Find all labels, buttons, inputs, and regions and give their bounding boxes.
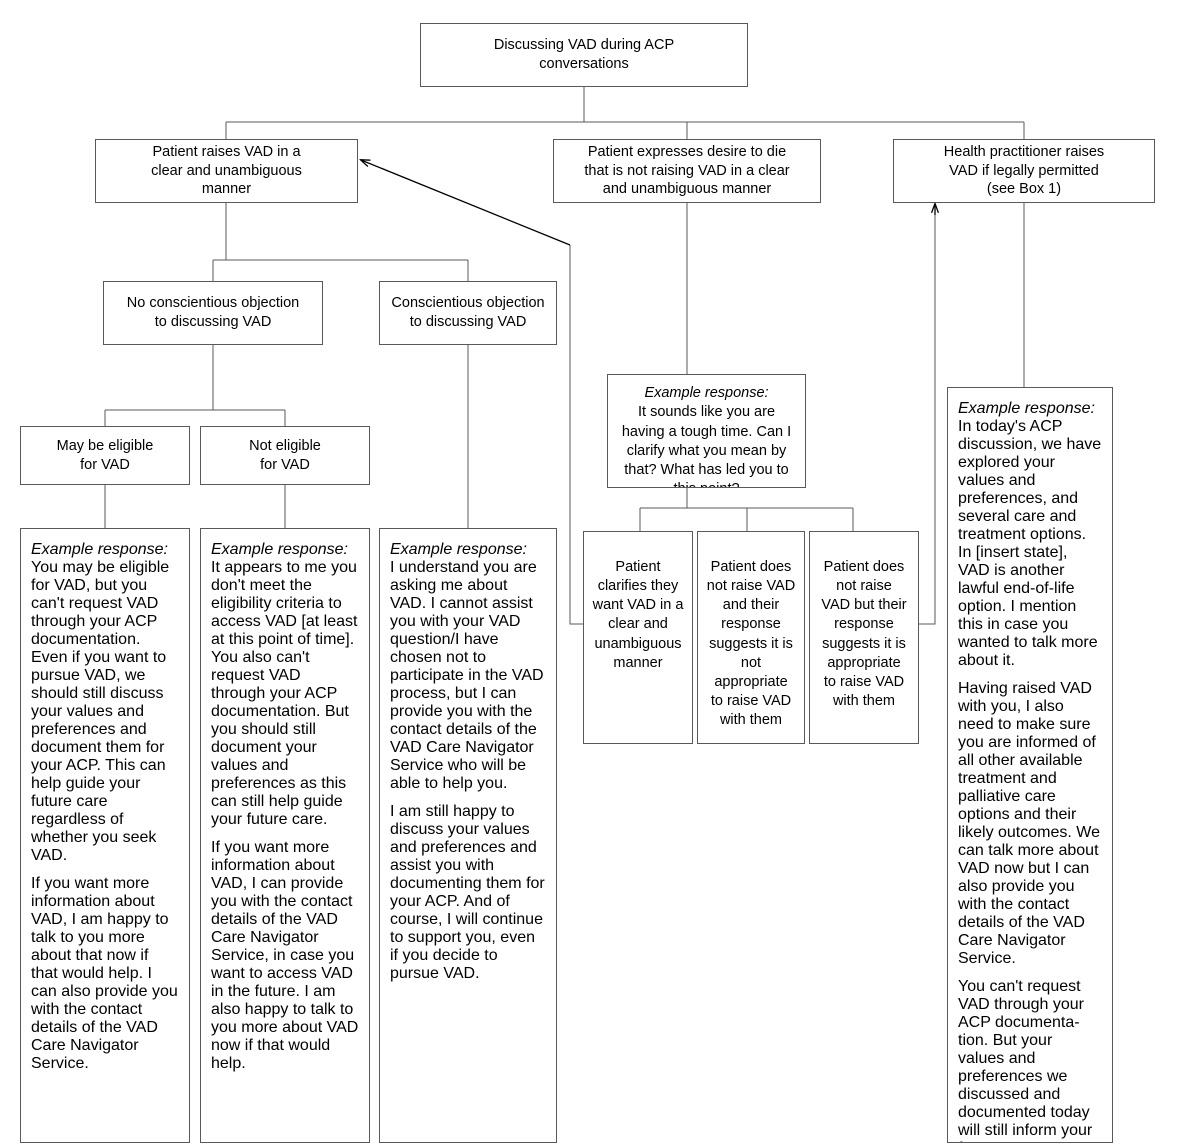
node-no-conscientious-objection[interactable]: No conscientious objection to discussing… xyxy=(103,281,323,345)
example-body-2: If you want more information about VAD, … xyxy=(31,875,178,1072)
node-example-response-may-be-eligible[interactable]: Example response: You may be eligible fo… xyxy=(20,528,190,1143)
node-conscientious-objection-label: Conscientious objection to discussing VA… xyxy=(391,295,545,330)
example-lead: Example response: xyxy=(958,400,1095,417)
example-body: It sounds like you are having a tough ti… xyxy=(621,404,792,487)
node-example-response-practitioner[interactable]: Example response:In today's ACP discussi… xyxy=(947,387,1113,1143)
node-patient-not-raise-appropriate-label: Patient does not raise VAD but their res… xyxy=(821,559,907,709)
node-conscientious-objection[interactable]: Conscientious objection to discussing VA… xyxy=(379,281,557,345)
example-body-1: You may be eligible for VAD, but you can… xyxy=(31,559,170,864)
example-lead: Example response: xyxy=(644,385,769,401)
node-not-eligible-label: Not eligible for VAD xyxy=(249,437,321,473)
node-patient-raises-vad[interactable]: Patient raises VAD in a clear and unambi… xyxy=(95,139,358,203)
node-example-response-clarify[interactable]: Example response: It sounds like you are … xyxy=(607,374,806,488)
node-patient-expresses-desire[interactable]: Patient expresses desire to die that is … xyxy=(553,139,821,203)
node-practitioner-raises-vad-label: Health practitioner raises VAD if legall… xyxy=(943,143,1105,198)
example-body-2: I am still happy to discuss your values … xyxy=(390,803,545,982)
node-patient-raises-vad-label: Patient raises VAD in a clear and unambi… xyxy=(151,143,302,198)
example-lead: Example response: xyxy=(31,541,168,558)
example-lead: Example response: xyxy=(390,541,527,558)
node-patient-not-raise-inappropriate-label: Patient does not raise VAD and their res… xyxy=(706,559,796,728)
node-example-response-not-eligible[interactable]: Example response: It appears to me you d… xyxy=(200,528,370,1143)
node-patient-not-raise-appropriate[interactable]: Patient does not raise VAD but their res… xyxy=(809,531,919,744)
node-practitioner-raises-vad[interactable]: Health practitioner raises VAD if legall… xyxy=(893,139,1155,203)
example-body-2: If you want more information about VAD, … xyxy=(211,839,359,1072)
node-root-label: Discussing VAD during ACP conversations xyxy=(493,37,675,72)
node-may-be-eligible-label: May be eligible for VAD xyxy=(56,437,154,473)
node-may-be-eligible[interactable]: May be eligible for VAD xyxy=(20,426,190,485)
example-body-1: I understand you are asking me about VAD… xyxy=(390,559,544,792)
example-body-2: Having raised VAD with you, I also need … xyxy=(958,680,1100,967)
node-no-conscientious-objection-label: No conscientious objection to discussing… xyxy=(126,295,300,330)
node-example-response-conscientious-objection[interactable]: Example response:I understand you are as… xyxy=(379,528,557,1143)
node-patient-not-raise-inappropriate[interactable]: Patient does not raise VAD and their res… xyxy=(697,531,805,744)
node-not-eligible[interactable]: Not eligible for VAD xyxy=(200,426,370,485)
node-patient-expresses-desire-label: Patient expresses desire to die that is … xyxy=(584,143,790,198)
example-body-3: You can't request VAD through your ACP d… xyxy=(958,978,1093,1142)
node-patient-clarifies-wants-vad-label: Patient clarifies they want VAD in a cle… xyxy=(592,559,684,671)
node-root[interactable]: Discussing VAD during ACP conversations xyxy=(420,23,748,87)
example-body-1: In today's ACP discussion, we have explo… xyxy=(958,418,1102,669)
example-body-1: It appears to me you don't meet the elig… xyxy=(211,559,358,828)
example-lead: Example response: xyxy=(211,541,348,558)
node-patient-clarifies-wants-vad[interactable]: Patient clarifies they want VAD in a cle… xyxy=(583,531,693,744)
